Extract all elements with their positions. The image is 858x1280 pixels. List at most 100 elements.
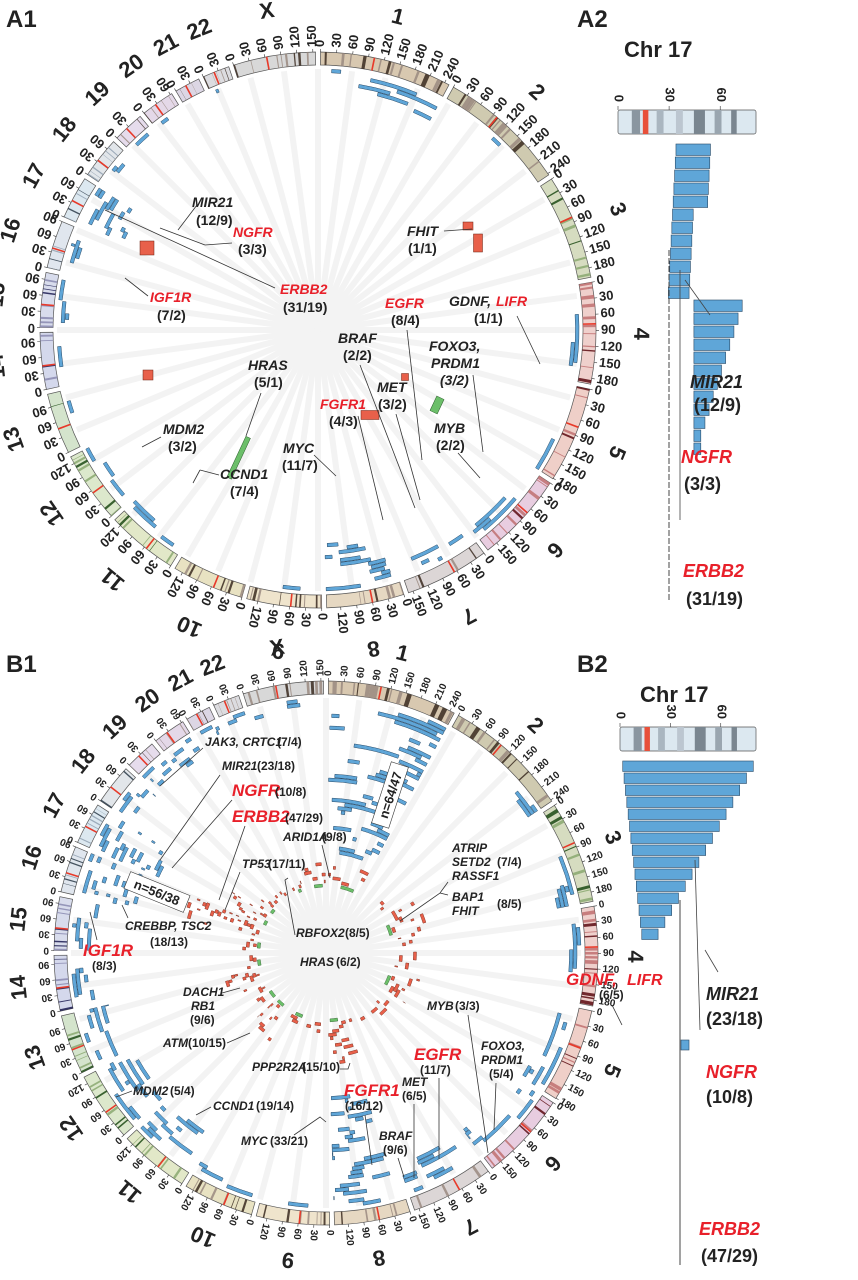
tick-label: 0 xyxy=(102,125,118,141)
tick-mark xyxy=(68,200,72,203)
cnv-bar-gain xyxy=(118,795,134,814)
grid-spoke xyxy=(325,950,574,1022)
band xyxy=(79,1061,92,1069)
band xyxy=(293,52,296,67)
grid-spoke xyxy=(89,950,328,1054)
grid-spoke xyxy=(195,951,329,1176)
tick-label: 0 xyxy=(69,1070,79,1083)
cnv-bar-gain xyxy=(185,759,195,768)
cnv-bar-loss xyxy=(259,905,265,910)
tick-label: 30 xyxy=(249,672,263,686)
centromere xyxy=(584,946,598,949)
centromere xyxy=(97,159,109,169)
band xyxy=(537,475,551,486)
gene-label: ERBB2 xyxy=(232,807,290,826)
band xyxy=(58,999,72,1003)
band xyxy=(563,845,577,852)
tick-mark xyxy=(94,159,98,162)
centromere xyxy=(568,1042,582,1049)
tick-label: 0 xyxy=(456,703,469,714)
tick-label: 90 xyxy=(445,1198,460,1213)
tick-label: 30 xyxy=(141,557,162,577)
band xyxy=(461,96,473,110)
cnv-bar-loss xyxy=(258,1021,266,1028)
tick-label: 30 xyxy=(21,304,36,320)
side-title: Chr 17 xyxy=(624,37,692,62)
cnv-bar-gain xyxy=(398,759,424,774)
band xyxy=(199,1182,207,1195)
band xyxy=(332,681,337,695)
tick-label: 30 xyxy=(30,240,48,258)
cnv-bar-gain xyxy=(325,583,362,592)
tick-label: 90 xyxy=(270,34,287,50)
band xyxy=(179,723,188,735)
ideogram-20 xyxy=(155,721,191,752)
chromosome-label: 22 xyxy=(183,13,215,45)
cnv-bar-loss xyxy=(391,910,399,922)
band xyxy=(468,547,477,559)
band xyxy=(40,321,54,324)
band xyxy=(551,819,565,829)
cnv-bar-loss xyxy=(416,978,421,982)
band xyxy=(527,489,541,500)
tick-mark xyxy=(97,798,101,802)
cnv-bar-loss xyxy=(232,895,238,900)
gene-count: (10/8) xyxy=(275,785,306,799)
tick-mark xyxy=(180,572,183,576)
tick-mark xyxy=(480,101,483,105)
cnv-track-20 xyxy=(171,737,201,768)
chromosome-label: 4 xyxy=(629,328,654,341)
tick-label: 0 xyxy=(190,63,207,76)
cnv-bar-loss xyxy=(234,973,239,977)
cnv-bar-gain xyxy=(330,1111,345,1117)
cnv-bar-neutral xyxy=(263,920,269,926)
tick-mark xyxy=(420,695,423,699)
chromosome-label: 10 xyxy=(173,611,205,644)
tick-mark xyxy=(593,1000,597,1002)
tick-label: 60 xyxy=(253,37,270,54)
cnv-bar-gain xyxy=(376,828,390,838)
cnv-bar-gain xyxy=(629,820,720,832)
band xyxy=(286,1209,291,1223)
gene-count: (5/1) xyxy=(254,374,283,390)
cnv-bar-loss xyxy=(341,1037,350,1043)
centromere xyxy=(582,322,596,325)
cnv-bar-gain xyxy=(332,1156,335,1161)
cnv-bar-gain xyxy=(337,1126,350,1132)
cnv-bar-gain xyxy=(82,869,93,894)
gene-label: SETD2 xyxy=(452,855,491,869)
gene-label: FOXO3, xyxy=(429,338,480,354)
chromosome-label: 17 xyxy=(17,159,51,192)
tick-mark xyxy=(81,826,85,829)
tick-label: 0 xyxy=(232,600,248,611)
cnv-bar-loss xyxy=(249,955,254,962)
tick-mark xyxy=(483,552,486,556)
cnv-bar-gain xyxy=(693,325,735,338)
cnv-bar-gain xyxy=(100,839,110,853)
gene-count: (5/4) xyxy=(489,1067,514,1081)
cnv-bar-loss xyxy=(343,1043,354,1050)
cnv-track-19 xyxy=(135,132,150,147)
tick-label: 120 xyxy=(585,849,605,865)
cnv-bar-gain xyxy=(114,1093,137,1121)
chromosome-label: 18 xyxy=(47,112,82,147)
cnv-bar-gain xyxy=(331,713,340,719)
gene-label: MIR21 xyxy=(192,194,233,210)
band xyxy=(389,1203,394,1217)
band xyxy=(72,453,85,461)
band xyxy=(501,752,512,764)
gene-label: PRDM1 xyxy=(431,355,480,371)
tick-label: 30 xyxy=(298,612,314,627)
tick-label: 120 xyxy=(582,220,607,241)
band xyxy=(385,585,392,599)
tick-label: 30 xyxy=(67,816,82,831)
tick-label: 180 xyxy=(532,756,552,776)
cnv-bar-gain xyxy=(542,1012,562,1057)
centromere xyxy=(55,927,69,930)
band xyxy=(93,811,106,819)
band xyxy=(417,574,425,588)
tick-label: 30 xyxy=(48,867,62,881)
gene-count: (5/4) xyxy=(170,1084,195,1098)
